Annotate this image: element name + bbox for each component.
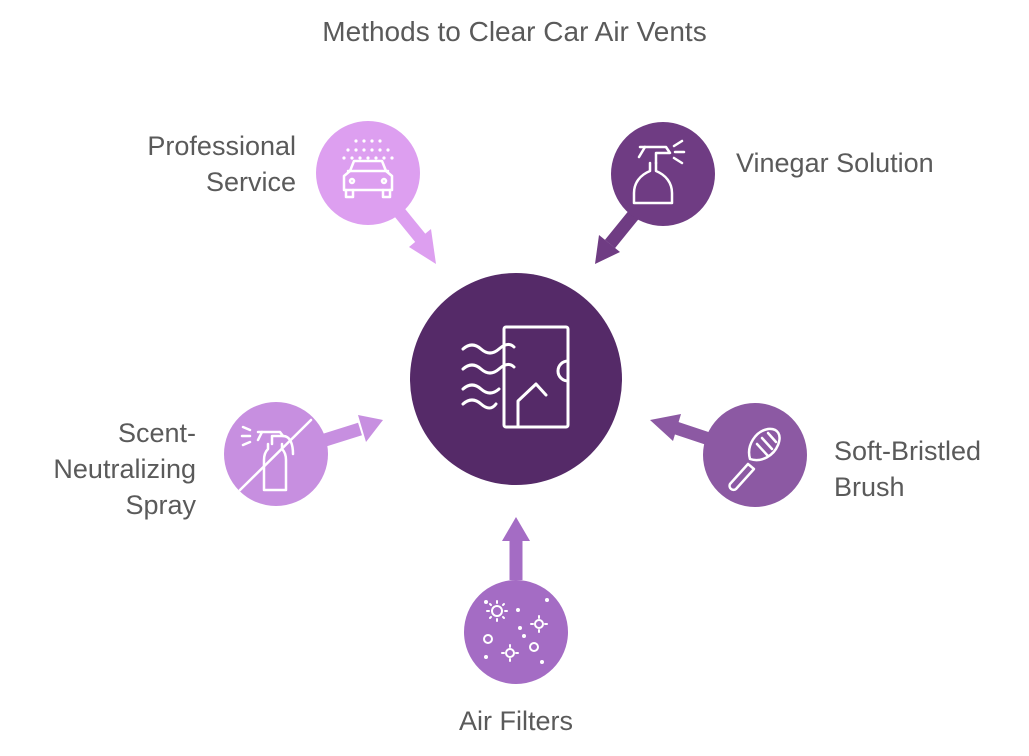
car-wash-icon [342,159,394,199]
arrow-professional-service [394,208,436,264]
air-vent-icon [461,325,570,429]
node-professional-service [316,121,420,225]
label-professional-service: Professional Service [147,131,296,197]
label-scent-neutralizing-spray: Scent- Neutralizing Spray [53,418,196,520]
brush-icon [728,427,781,492]
arrow-air-filters [502,517,530,580]
arrow-vinegar-solution [595,207,642,264]
water-drops [342,139,394,160]
node-scent-neutralizing-spray [224,402,328,506]
center-circle [410,273,622,485]
center-node [410,273,622,485]
label-air-filters: Air Filters [459,706,573,736]
arrow-scent-neutralizing-spray [323,415,383,447]
label-vinegar-solution: Vinegar Solution [736,148,934,178]
node-soft-bristled-brush [703,403,807,507]
particles-icon [483,600,548,662]
label-soft-bristled-brush: Soft-Bristled Brush [834,436,982,502]
node-vinegar-solution [611,122,715,226]
arrow-soft-bristled-brush [650,414,715,447]
no-spray-icon [238,418,313,492]
spray-bottle-icon [632,139,686,205]
node-air-filters [464,580,568,684]
diagram-title: Methods to Clear Car Air Vents [322,16,707,47]
dust-dots [484,598,549,664]
